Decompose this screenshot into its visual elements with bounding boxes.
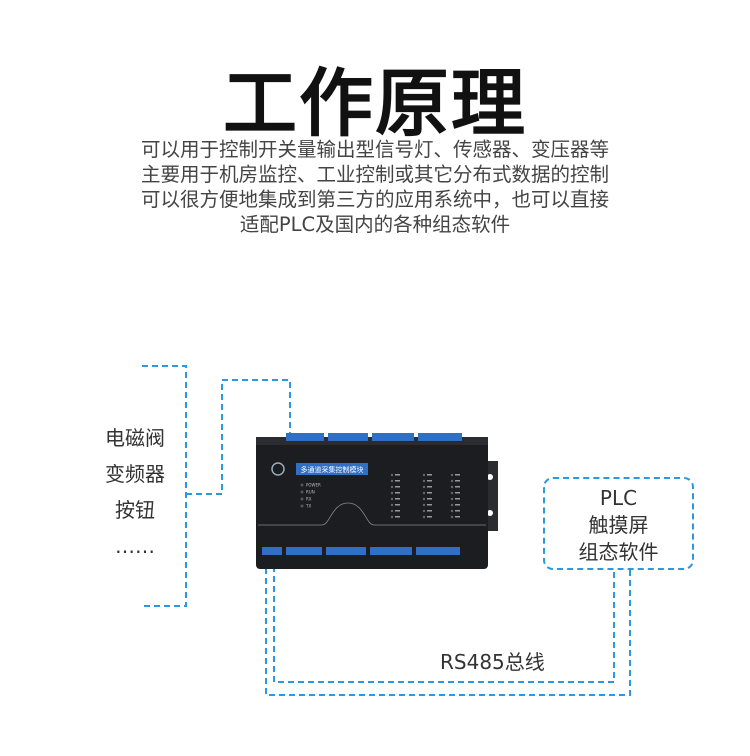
channel-led-mark xyxy=(395,498,400,500)
channel-led xyxy=(450,479,454,483)
led-label: TX xyxy=(305,504,311,509)
channel-led-mark xyxy=(395,516,400,518)
rs485-inner-line xyxy=(273,556,615,683)
led-label: POWER xyxy=(306,483,321,488)
channel-led xyxy=(422,509,426,513)
touchscreen-label: 触摸屏 xyxy=(588,513,649,537)
rs485-outer-line xyxy=(265,548,631,696)
channel-led xyxy=(422,503,426,507)
description-line: 主要用于机房监控、工业控制或其它分布式数据的控制 xyxy=(140,163,609,186)
led-label: RUN xyxy=(306,490,315,495)
channel-led xyxy=(390,491,394,495)
channel-led xyxy=(450,509,454,513)
channel-led xyxy=(450,515,454,519)
channel-led xyxy=(390,503,394,507)
channel-led-mark xyxy=(427,504,432,506)
terminal-block xyxy=(372,433,414,441)
left-bracket-line xyxy=(142,365,187,607)
channel-led xyxy=(390,485,394,489)
scada-software-label: 组态软件 xyxy=(578,540,659,564)
panel-label: 多通道采集控制模块 xyxy=(301,465,364,474)
channel-led xyxy=(390,515,394,519)
terminal-block xyxy=(262,547,282,555)
channel-led-mark xyxy=(455,480,460,482)
device-label-ellipsis: …… xyxy=(115,534,155,558)
channel-led xyxy=(390,509,394,513)
channel-led-mark xyxy=(455,510,460,512)
panel-divider xyxy=(258,502,486,526)
description-line: 适配PLC及国内的各种组态软件 xyxy=(239,213,511,236)
device-label-inverter: 变频器 xyxy=(105,462,165,486)
channel-led-mark xyxy=(427,480,432,482)
device-label-solenoid: 电磁阀 xyxy=(105,426,165,450)
page-title: 工作原理 xyxy=(223,61,527,147)
mount-hole xyxy=(487,474,493,480)
channel-led-mark xyxy=(427,492,432,494)
terminal-block xyxy=(370,547,412,555)
channel-led-mark xyxy=(395,492,400,494)
channel-led xyxy=(422,473,426,477)
channel-led-grid xyxy=(390,473,460,519)
description-line: 可以很方便地集成到第三方的应用系统中，也可以直接 xyxy=(140,188,609,211)
channel-led-mark xyxy=(395,504,400,506)
channel-led-mark xyxy=(455,474,460,476)
channel-led xyxy=(422,479,426,483)
channel-led-mark xyxy=(427,498,432,500)
brand-logo xyxy=(271,462,285,476)
terminal-block xyxy=(416,547,460,555)
channel-led xyxy=(422,491,426,495)
channel-led xyxy=(390,479,394,483)
channel-led-mark xyxy=(395,486,400,488)
mount-hole xyxy=(487,510,493,516)
device-label-button: 按钮 xyxy=(115,498,155,522)
left-to-device-line xyxy=(186,379,291,495)
channel-led-mark xyxy=(395,510,400,512)
channel-led-mark xyxy=(455,486,460,488)
channel-led-mark xyxy=(395,474,400,476)
channel-led xyxy=(450,491,454,495)
left-device-list: 电磁阀 变频器 按钮 …… xyxy=(90,420,180,564)
io-module-device: 多通道采集控制模块 POWER RUN RX TX xyxy=(256,433,498,569)
panel-label-bg xyxy=(296,463,368,475)
channel-led xyxy=(422,485,426,489)
channel-led xyxy=(450,503,454,507)
channel-led xyxy=(422,497,426,501)
plc-box: PLC 触摸屏 组态软件 xyxy=(543,477,694,570)
terminal-block xyxy=(328,433,368,441)
terminal-block xyxy=(286,433,324,441)
terminal-block xyxy=(286,547,322,555)
description: 可以用于控制开关量输出型信号灯、传感器、变压器等 主要用于机房监控、工业控制或其… xyxy=(95,137,655,237)
channel-led xyxy=(450,473,454,477)
led-label: RX xyxy=(306,497,312,502)
channel-led xyxy=(450,497,454,501)
channel-led-mark xyxy=(455,492,460,494)
channel-led-mark xyxy=(455,516,460,518)
plc-label: PLC xyxy=(599,486,638,510)
description-line: 可以用于控制开关量输出型信号灯、传感器、变压器等 xyxy=(140,138,609,161)
channel-led xyxy=(390,473,394,477)
channel-led-mark xyxy=(427,486,432,488)
channel-led-mark xyxy=(427,516,432,518)
channel-led-mark xyxy=(427,474,432,476)
channel-led-mark xyxy=(455,498,460,500)
channel-led xyxy=(422,515,426,519)
terminal-block xyxy=(418,433,462,441)
channel-led xyxy=(450,485,454,489)
channel-led-mark xyxy=(455,504,460,506)
terminal-block xyxy=(326,547,366,555)
rs485-bus-label: RS485总线 xyxy=(440,650,545,674)
channel-led-mark xyxy=(395,480,400,482)
channel-led xyxy=(390,497,394,501)
channel-led-mark xyxy=(427,510,432,512)
